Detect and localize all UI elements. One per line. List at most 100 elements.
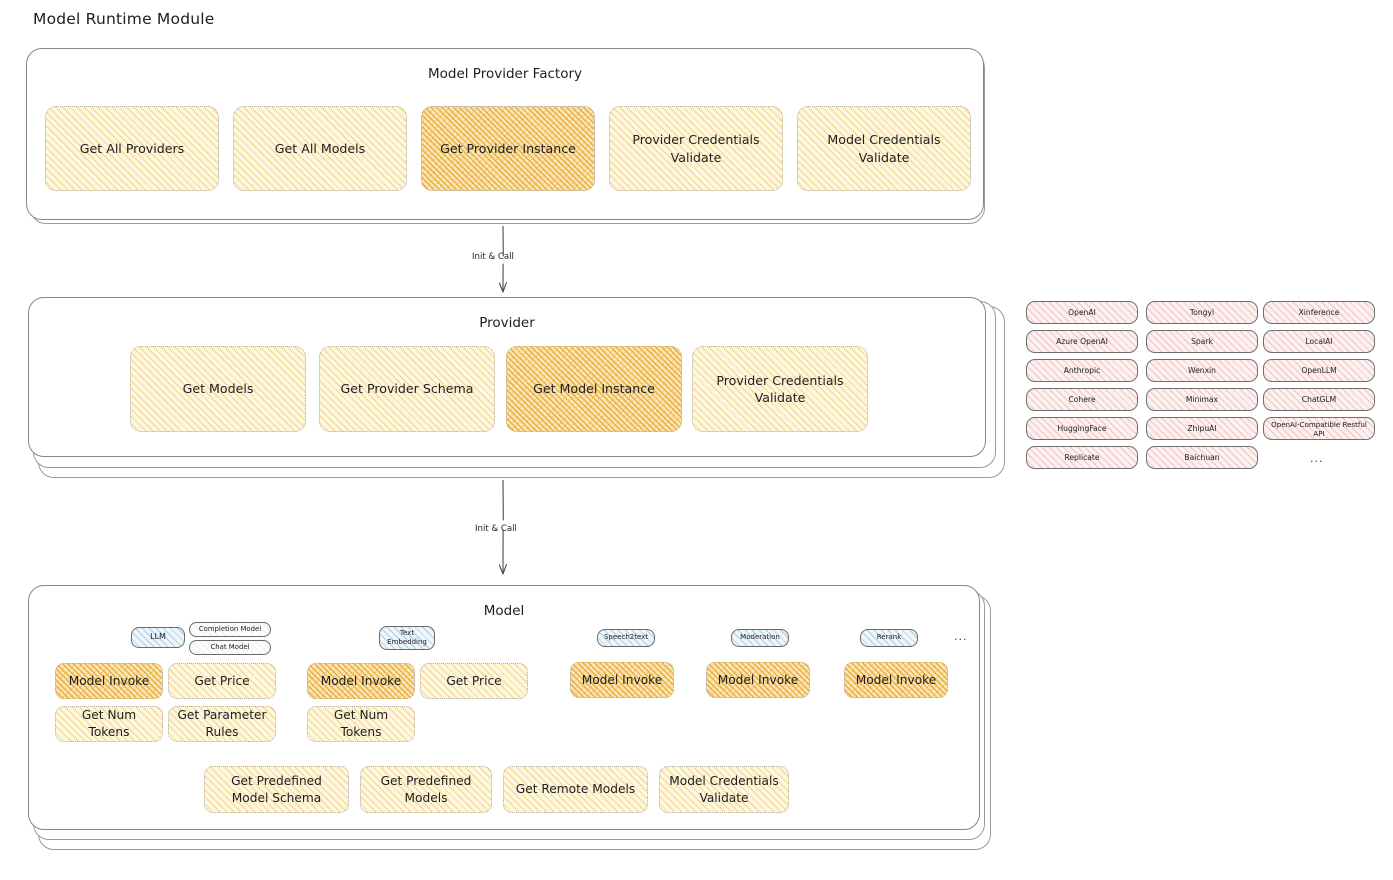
- provider-chip-openllm[interactable]: OpenLLM: [1263, 359, 1375, 382]
- provider-chip-label: Spark: [1191, 337, 1213, 346]
- op-label: Model Invoke: [855, 672, 937, 687]
- factory-box-label: Model Credentials Validate: [827, 132, 941, 165]
- op-label: Get Num Tokens: [333, 708, 389, 739]
- op-label: Get Num Tokens: [81, 708, 137, 739]
- provider-chip-anthropic[interactable]: Anthropic: [1026, 359, 1138, 382]
- factory-box-label: Get All Providers: [79, 140, 185, 156]
- llm-op-get-price[interactable]: Get Price: [168, 663, 276, 699]
- provider-box-label: Get Provider Schema: [340, 381, 474, 397]
- provider-chip-chatglm[interactable]: ChatGLM: [1263, 388, 1375, 411]
- provider-chip-cohere[interactable]: Cohere: [1026, 388, 1138, 411]
- factory-title: Model Provider Factory: [427, 66, 582, 82]
- provider-box-label: Get Models: [182, 381, 254, 397]
- provider-chip-tongyi[interactable]: Tongyi: [1146, 301, 1258, 324]
- provider-list-more-ellipsis: ...: [1310, 452, 1324, 465]
- common-op-model-credentials-validate[interactable]: Model Credentials Validate: [659, 766, 789, 813]
- provider-chip-label: ChatGLM: [1301, 395, 1337, 404]
- connector-factory-to-provider: [497, 225, 509, 298]
- llm-op-get-num-tokens[interactable]: Get Num Tokens: [55, 706, 163, 742]
- provider-box-provider-credentials-validate[interactable]: Provider Credentials Validate: [692, 346, 868, 432]
- model-title: Model: [483, 603, 525, 619]
- arrow-down-icon: [498, 225, 507, 293]
- rerank-op-model-invoke[interactable]: Model Invoke: [844, 662, 948, 698]
- provider-chip-label: Minimax: [1185, 395, 1219, 404]
- provider-chip-label: Replicate: [1064, 453, 1100, 462]
- connector-1-label: Init & Call: [472, 252, 514, 262]
- factory-box-provider-credentials-validate[interactable]: Provider Credentials Validate: [609, 106, 783, 191]
- op-label: Model Invoke: [717, 672, 799, 687]
- provider-chip-huggingface[interactable]: HuggingFace: [1026, 417, 1138, 440]
- op-label: Model Invoke: [320, 673, 402, 688]
- op-label: Get Price: [194, 673, 250, 688]
- provider-chip-minimax[interactable]: Minimax: [1146, 388, 1258, 411]
- op-label: Model Invoke: [581, 672, 663, 687]
- arrow-down-icon: [498, 479, 507, 575]
- connector-2-label: Init & Call: [475, 524, 517, 534]
- factory-box-label: Provider Credentials Validate: [632, 132, 760, 165]
- model-type-tag-speech2text[interactable]: Speech2text: [597, 629, 655, 647]
- provider-chip-label: Tongyi: [1189, 308, 1215, 317]
- provider-chip-label: Cohere: [1068, 395, 1096, 404]
- provider-chip-label: Wenxin: [1188, 366, 1216, 375]
- llm-op-get-parameter-rules[interactable]: Get Parameter Rules: [168, 706, 276, 742]
- model-type-tag-moderation[interactable]: Moderation: [731, 629, 789, 647]
- op-label: Get Predefined Models: [380, 773, 472, 805]
- provider-chip-label: Azure OpenAI: [1056, 337, 1108, 346]
- provider-chip-openai[interactable]: OpenAI: [1026, 301, 1138, 324]
- model-type-tag-llm[interactable]: LLM: [131, 627, 185, 648]
- model-type-label: Text Embedding: [387, 628, 427, 646]
- provider-box-label: Get Model Instance: [533, 381, 655, 397]
- model-subtag-completion-model[interactable]: Completion Model: [189, 622, 271, 637]
- speech2text-op-model-invoke[interactable]: Model Invoke: [570, 662, 674, 698]
- provider-chip-xinference[interactable]: Xinference: [1263, 301, 1375, 324]
- text-embedding-op-model-invoke[interactable]: Model Invoke: [307, 663, 415, 699]
- model-subtag-label: Chat Model: [210, 643, 250, 652]
- connector-provider-to-model: [497, 479, 509, 580]
- factory-box-get-provider-instance[interactable]: Get Provider Instance: [421, 106, 595, 191]
- common-op-get-predefined-models[interactable]: Get Predefined Models: [360, 766, 492, 813]
- provider-chip-label: HuggingFace: [1057, 424, 1107, 433]
- factory-box-model-credentials-validate[interactable]: Model Credentials Validate: [797, 106, 971, 191]
- factory-box-label: Get Provider Instance: [440, 140, 576, 156]
- model-type-tag-text-embedding[interactable]: Text Embedding: [379, 626, 435, 650]
- common-op-get-predefined-model-schema[interactable]: Get Predefined Model Schema: [204, 766, 349, 813]
- provider-chip-label: Baichuan: [1184, 453, 1220, 462]
- op-label: Model Credentials Validate: [669, 773, 779, 805]
- factory-box-get-all-providers[interactable]: Get All Providers: [45, 106, 219, 191]
- provider-chip-openai-compatible-restful-api[interactable]: OpenAI-Compatible Restful API: [1263, 417, 1375, 440]
- text-embedding-op-get-num-tokens[interactable]: Get Num Tokens: [307, 706, 415, 742]
- model-subtag-label: Completion Model: [198, 625, 262, 634]
- provider-chip-baichuan[interactable]: Baichuan: [1146, 446, 1258, 469]
- model-type-label: Speech2text: [603, 633, 649, 642]
- factory-box-get-all-models[interactable]: Get All Models: [233, 106, 407, 191]
- provider-box-label: Provider Credentials Validate: [716, 372, 844, 405]
- llm-op-model-invoke[interactable]: Model Invoke: [55, 663, 163, 699]
- op-label: Model Invoke: [68, 673, 150, 688]
- provider-chip-label: LocalAI: [1305, 337, 1333, 346]
- op-label: Get Predefined Model Schema: [231, 773, 322, 805]
- provider-chip-wenxin[interactable]: Wenxin: [1146, 359, 1258, 382]
- provider-chip-spark[interactable]: Spark: [1146, 330, 1258, 353]
- provider-chip-label: Anthropic: [1063, 366, 1101, 375]
- model-subtag-chat-model[interactable]: Chat Model: [189, 640, 271, 655]
- provider-box-get-models[interactable]: Get Models: [130, 346, 306, 432]
- provider-chip-localai[interactable]: LocalAI: [1263, 330, 1375, 353]
- model-provider-factory-card: Model Provider Factory Get All Providers…: [26, 48, 984, 220]
- provider-box-get-model-instance[interactable]: Get Model Instance: [506, 346, 682, 432]
- model-type-label: LLM: [150, 632, 166, 642]
- provider-chip-azure-openai[interactable]: Azure OpenAI: [1026, 330, 1138, 353]
- moderation-op-model-invoke[interactable]: Model Invoke: [706, 662, 810, 698]
- provider-chip-zhipuai[interactable]: ZhipuAI: [1146, 417, 1258, 440]
- provider-chip-replicate[interactable]: Replicate: [1026, 446, 1138, 469]
- provider-chip-label: ZhipuAI: [1187, 424, 1217, 433]
- provider-box-get-provider-schema[interactable]: Get Provider Schema: [319, 346, 495, 432]
- model-types-more-ellipsis: ...: [954, 630, 968, 643]
- text-embedding-op-get-price[interactable]: Get Price: [420, 663, 528, 699]
- model-type-tag-rerank[interactable]: Rerank: [860, 629, 918, 647]
- model-card: Model LLM Completion Model Chat Model Mo…: [28, 585, 980, 830]
- op-label: Get Price: [446, 673, 502, 688]
- common-op-get-remote-models[interactable]: Get Remote Models: [503, 766, 648, 813]
- provider-chip-label: OpenAI: [1068, 308, 1096, 317]
- op-label: Get Parameter Rules: [177, 708, 267, 739]
- provider-title: Provider: [479, 315, 535, 331]
